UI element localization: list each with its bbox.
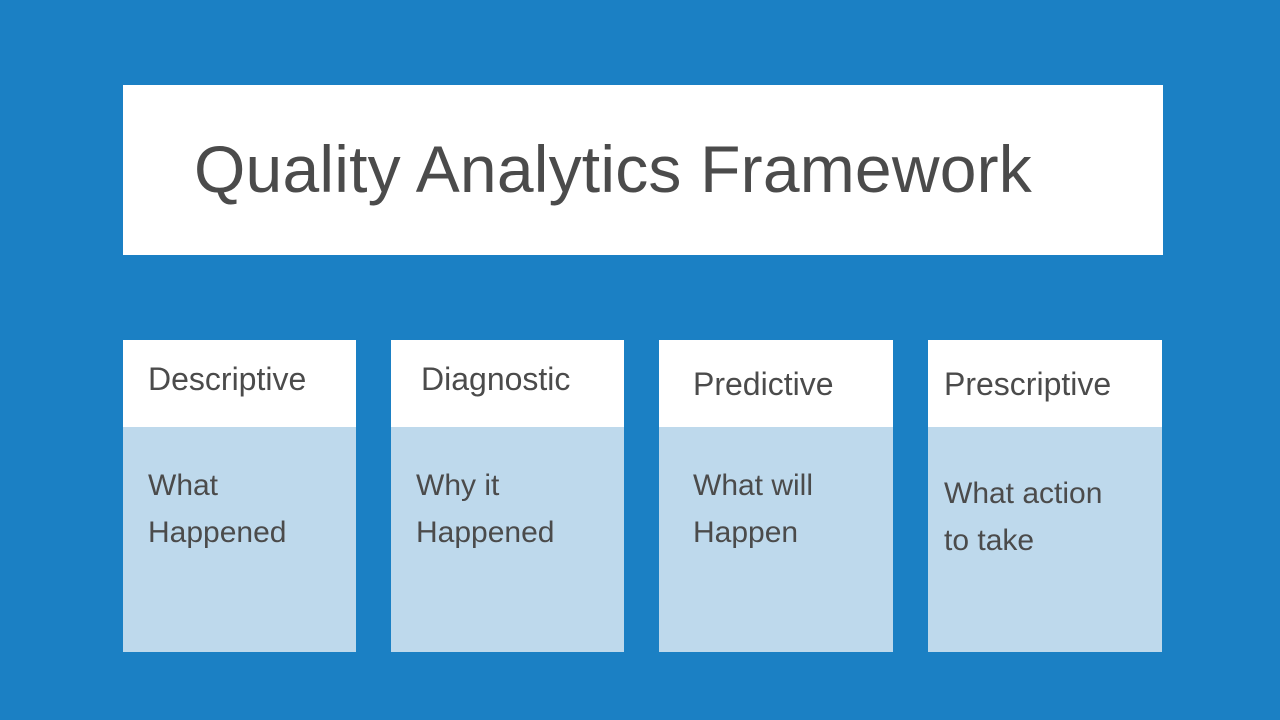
page-title: Quality Analytics Framework bbox=[194, 132, 1032, 207]
card-header-diagnostic: Diagnostic bbox=[391, 340, 624, 427]
card-body-prescriptive: What action to take bbox=[928, 427, 1162, 652]
card-body-descriptive: What Happened bbox=[123, 427, 356, 652]
card-header-descriptive: Descriptive bbox=[123, 340, 356, 427]
card-title-predictive: Predictive bbox=[693, 366, 834, 402]
card-body-predictive: What will Happen bbox=[659, 427, 893, 652]
card-text-predictive: What will Happen bbox=[693, 469, 814, 549]
card-text-diagnostic: Why it Happened bbox=[416, 469, 555, 549]
card-title-prescriptive: Prescriptive bbox=[944, 366, 1112, 402]
card-text-descriptive: What Happened bbox=[148, 469, 287, 549]
card-header-prescriptive: Prescriptive bbox=[928, 340, 1162, 427]
card-predictive[interactable]: Predictive What will Happen bbox=[659, 340, 893, 652]
card-body-diagnostic: Why it Happened bbox=[391, 427, 624, 652]
card-diagnostic[interactable]: Diagnostic Why it Happened bbox=[391, 340, 624, 652]
card-title-descriptive: Descriptive bbox=[148, 361, 307, 397]
title-banner: Quality Analytics Framework bbox=[123, 85, 1163, 255]
card-descriptive[interactable]: Descriptive What Happened bbox=[123, 340, 356, 652]
card-header-predictive: Predictive bbox=[659, 340, 893, 427]
card-text-prescriptive: What action to take bbox=[944, 477, 1103, 557]
card-title-diagnostic: Diagnostic bbox=[421, 361, 571, 397]
card-prescriptive[interactable]: Prescriptive What action to take bbox=[928, 340, 1162, 652]
